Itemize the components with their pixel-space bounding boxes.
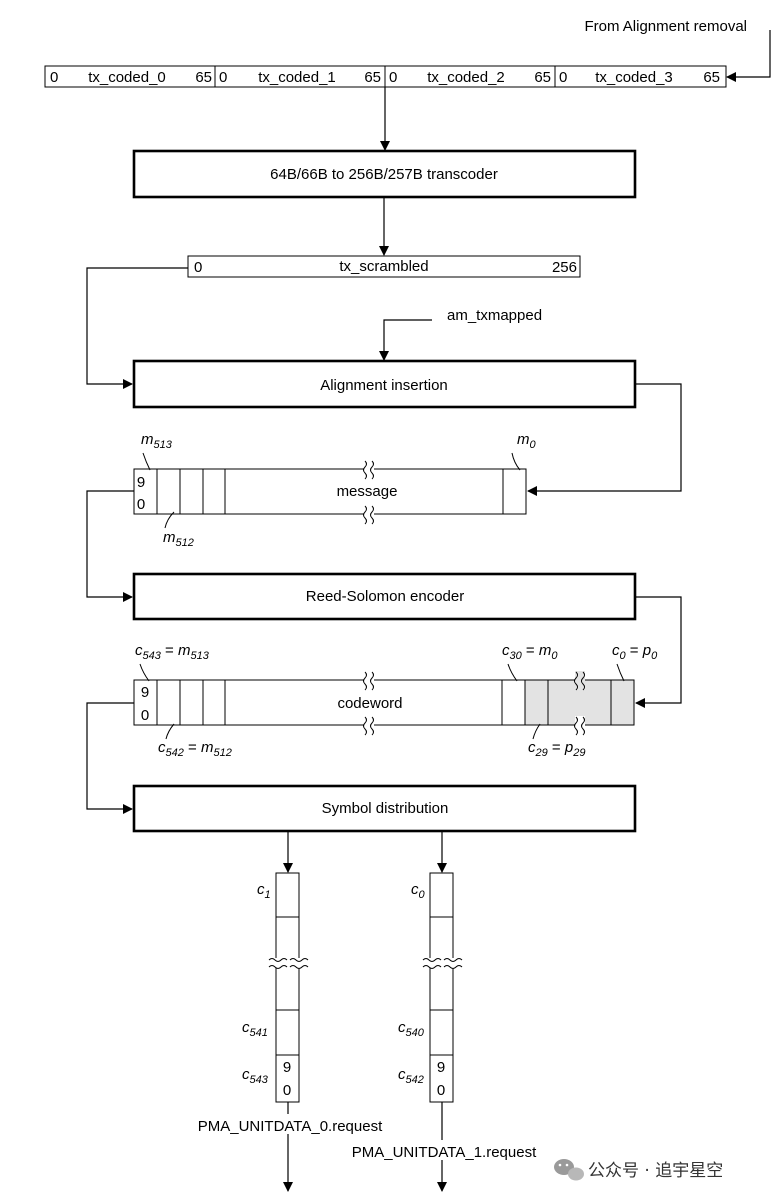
tx-coded-2-field: 0 tx_coded_2 65 bbox=[389, 69, 551, 86]
lane-1-c0-label: c0 bbox=[411, 881, 426, 901]
tx-scrambled-end: 256 bbox=[552, 259, 577, 276]
message-m513-leader bbox=[142, 452, 151, 471]
am-txmapped-label: am_txmapped bbox=[447, 307, 542, 324]
lane-0-c541-label: c541 bbox=[242, 1019, 268, 1039]
tx-coded-0-name: tx_coded_0 bbox=[88, 69, 166, 86]
tx-coded-0-start: 0 bbox=[50, 69, 58, 86]
arrow-alignment-to-message bbox=[527, 383, 682, 496]
lane-1-bit-low: 0 bbox=[437, 1082, 445, 1099]
codeword-c542-label: c542 = m512 bbox=[158, 739, 232, 759]
codeword-c30-label: c30 = m0 bbox=[502, 642, 558, 662]
tx-coded-row: 0 tx_coded_0 65 0 tx_coded_1 65 0 tx_cod… bbox=[44, 65, 727, 88]
rs-encoder-label: Reed-Solomon encoder bbox=[306, 588, 464, 605]
tx-coded-0-end: 65 bbox=[195, 69, 212, 86]
lane-0-c543-label: c543 bbox=[242, 1066, 269, 1086]
arrow-scrambled-to-alignment bbox=[86, 267, 188, 389]
codeword-c0-leader bbox=[616, 663, 625, 682]
tx-coded-3-end: 65 bbox=[703, 69, 720, 86]
codeword-c542-leader bbox=[165, 723, 175, 740]
arrow-codeword-to-distribution bbox=[86, 702, 134, 814]
message-m0-label: m0 bbox=[517, 431, 537, 451]
transcoder-block: 64B/66B to 256B/257B transcoder bbox=[132, 149, 637, 199]
codeword-c0-label: c0 = p0 bbox=[612, 642, 658, 662]
tx-coded-3-start: 0 bbox=[559, 69, 567, 86]
lane-0-bit-high: 9 bbox=[283, 1059, 291, 1076]
codeword-label: codeword bbox=[337, 695, 402, 712]
message-m0-leader bbox=[511, 452, 521, 471]
tx-coded-1-start: 0 bbox=[219, 69, 227, 86]
message-bit-low: 0 bbox=[137, 496, 145, 513]
lane-1-bit-high: 9 bbox=[437, 1059, 445, 1076]
message-bit-high: 9 bbox=[137, 474, 145, 491]
codeword-bit-low: 0 bbox=[141, 707, 149, 724]
wechat-icon bbox=[554, 1159, 584, 1181]
alignment-insertion-label: Alignment insertion bbox=[320, 377, 448, 394]
message-block: message 9 0 bbox=[133, 460, 527, 525]
codeword-c543-label: c543 = m513 bbox=[135, 642, 210, 662]
input-label: From Alignment removal bbox=[584, 18, 747, 35]
lane-1-column: 9 0 bbox=[420, 872, 464, 1103]
arrow-message-to-rs bbox=[86, 490, 134, 602]
alignment-insertion-block: Alignment insertion bbox=[132, 359, 637, 409]
tx-coded-0-field: 0 tx_coded_0 65 bbox=[50, 69, 212, 86]
lane-0-c1-label: c1 bbox=[257, 881, 271, 901]
codeword-c29-label: c29 = p29 bbox=[528, 739, 585, 759]
codeword-c29-leader bbox=[532, 723, 541, 740]
lane-1-c540-label: c540 bbox=[398, 1019, 425, 1039]
tx-coded-2-name: tx_coded_2 bbox=[427, 69, 505, 86]
tx-scrambled-start: 0 bbox=[194, 259, 202, 276]
message-m512-label: m512 bbox=[163, 529, 194, 549]
tx-coded-1-end: 65 bbox=[364, 69, 381, 86]
lane-0-bit-low: 0 bbox=[283, 1082, 291, 1099]
lane-1-output-label: PMA_UNITDATA_1.request bbox=[352, 1144, 537, 1161]
message-m513-label: m513 bbox=[141, 431, 173, 451]
codeword-c543-leader bbox=[139, 663, 150, 682]
tx-coded-1-name: tx_coded_1 bbox=[258, 69, 336, 86]
tx-coded-2-start: 0 bbox=[389, 69, 397, 86]
transcoder-label: 64B/66B to 256B/257B transcoder bbox=[270, 166, 498, 183]
message-m512-leader bbox=[164, 511, 175, 529]
symbol-distribution-block: Symbol distribution bbox=[132, 784, 637, 833]
tx-coded-2-end: 65 bbox=[534, 69, 551, 86]
symbol-distribution-label: Symbol distribution bbox=[322, 800, 449, 817]
tx-coded-3-field: 0 tx_coded_3 65 bbox=[559, 69, 720, 86]
input-arrow bbox=[726, 30, 771, 82]
codeword-c30-leader bbox=[507, 663, 518, 682]
watermark-text: 公众号 · 追宇星空 bbox=[588, 1161, 723, 1181]
codeword-bit-high: 9 bbox=[141, 684, 149, 701]
lane-0-output-label: PMA_UNITDATA_0.request bbox=[198, 1118, 383, 1135]
tx-scrambled-field: 0 tx_scrambled 256 bbox=[187, 255, 581, 278]
message-label: message bbox=[337, 483, 398, 500]
arrow-am-txmapped bbox=[379, 319, 432, 361]
tx-coded-1-field: 0 tx_coded_1 65 bbox=[219, 69, 381, 86]
rs-encoder-block: Reed-Solomon encoder bbox=[132, 572, 637, 621]
arrow-rs-to-codeword bbox=[635, 596, 682, 708]
watermark: 公众号 · 追宇星空 bbox=[554, 1159, 723, 1181]
lane-0-column: 9 0 bbox=[266, 872, 310, 1103]
tx-coded-3-name: tx_coded_3 bbox=[595, 69, 673, 86]
codeword-block: codeword 9 0 bbox=[133, 671, 635, 736]
tx-scrambled-name: tx_scrambled bbox=[339, 258, 428, 275]
lane-1-c542-label: c542 bbox=[398, 1066, 424, 1086]
